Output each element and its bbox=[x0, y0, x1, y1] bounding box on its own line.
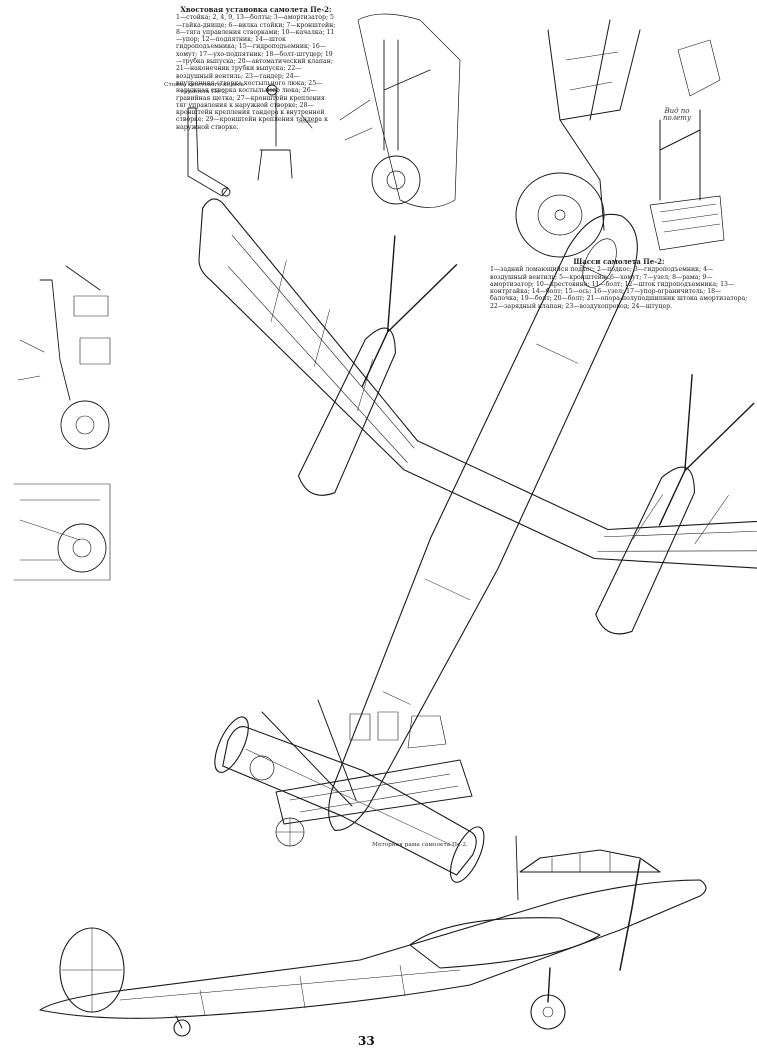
undercarriage-caption: Шасси самолета Пе-2: 1—задний ломающийся… bbox=[490, 258, 748, 310]
side-fuselage bbox=[39, 879, 707, 1019]
wing-outline bbox=[198, 198, 757, 575]
left-gear-drawing bbox=[17, 265, 111, 450]
propeller-left bbox=[361, 235, 458, 388]
nacelle-left bbox=[297, 327, 396, 496]
flight-view-label: Вид по полету bbox=[662, 107, 692, 122]
left-gear-bay-drawing bbox=[13, 483, 111, 581]
side-main-wheel bbox=[530, 994, 566, 1030]
side-tail-wheel bbox=[173, 1019, 191, 1037]
motor-frame-label: Моторная рама самолета Пе-2. bbox=[372, 842, 468, 848]
tail-strut-label: Стойка хвостового колеса самолета Пе-2. bbox=[164, 82, 244, 95]
fin-left bbox=[214, 716, 249, 773]
undercarriage-drawing bbox=[515, 19, 725, 258]
fuselage-outline bbox=[328, 213, 638, 831]
fin-right bbox=[449, 826, 485, 883]
side-propeller bbox=[619, 859, 641, 971]
nacelle-right bbox=[595, 466, 695, 635]
propeller-right bbox=[658, 373, 755, 526]
aircraft-side-view bbox=[39, 835, 707, 1037]
tail-gear-legend: 1—стойка; 2, 4, 9, 13—болты; 3—амортизат… bbox=[176, 14, 336, 131]
undercarriage-legend: 1—задний ломающийся подкос; 2—подкос; 3—… bbox=[490, 266, 748, 310]
main-gear-detail bbox=[339, 13, 461, 208]
tail-strut-sketch bbox=[187, 84, 319, 197]
undercarriage-title: Шасси самолета Пе-2: bbox=[573, 257, 665, 266]
page-number: 33 bbox=[358, 1034, 375, 1048]
motor-frame-drawing bbox=[249, 699, 473, 847]
tail-plane bbox=[222, 726, 477, 876]
side-nacelle bbox=[409, 917, 601, 969]
tail-gear-title: Хвостовая установка самолета Пе-2: bbox=[180, 5, 332, 14]
aircraft-top-view bbox=[198, 198, 757, 883]
side-canopy bbox=[519, 849, 661, 873]
tail-gear-caption: Хвостовая установка самолета Пе-2: 1—сто… bbox=[176, 6, 336, 131]
